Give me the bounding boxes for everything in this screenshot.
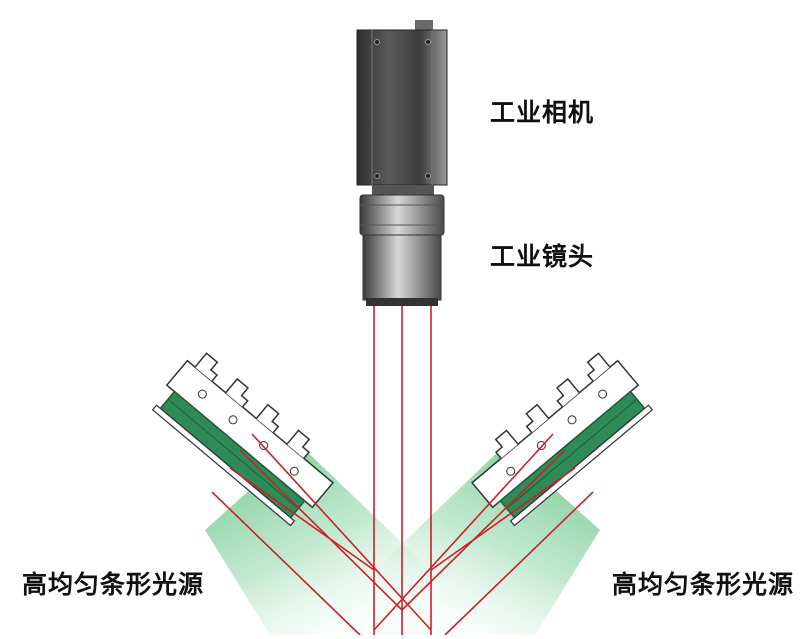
industrial-lens-icon — [359, 194, 445, 306]
left-light-rays — [211, 433, 432, 636]
left-light-label: 高均匀条形光源 — [22, 570, 205, 599]
lens-label: 工业镜头 — [490, 242, 595, 271]
industrial-camera-icon — [356, 20, 448, 195]
vertical-rays — [373, 305, 432, 635]
right-light-label: 高均匀条形光源 — [612, 570, 795, 599]
camera-label: 工业相机 — [490, 98, 595, 127]
bar-light-left-icon — [151, 352, 334, 527]
right-light-rays — [373, 433, 594, 636]
bar-light-right-icon — [471, 352, 654, 527]
